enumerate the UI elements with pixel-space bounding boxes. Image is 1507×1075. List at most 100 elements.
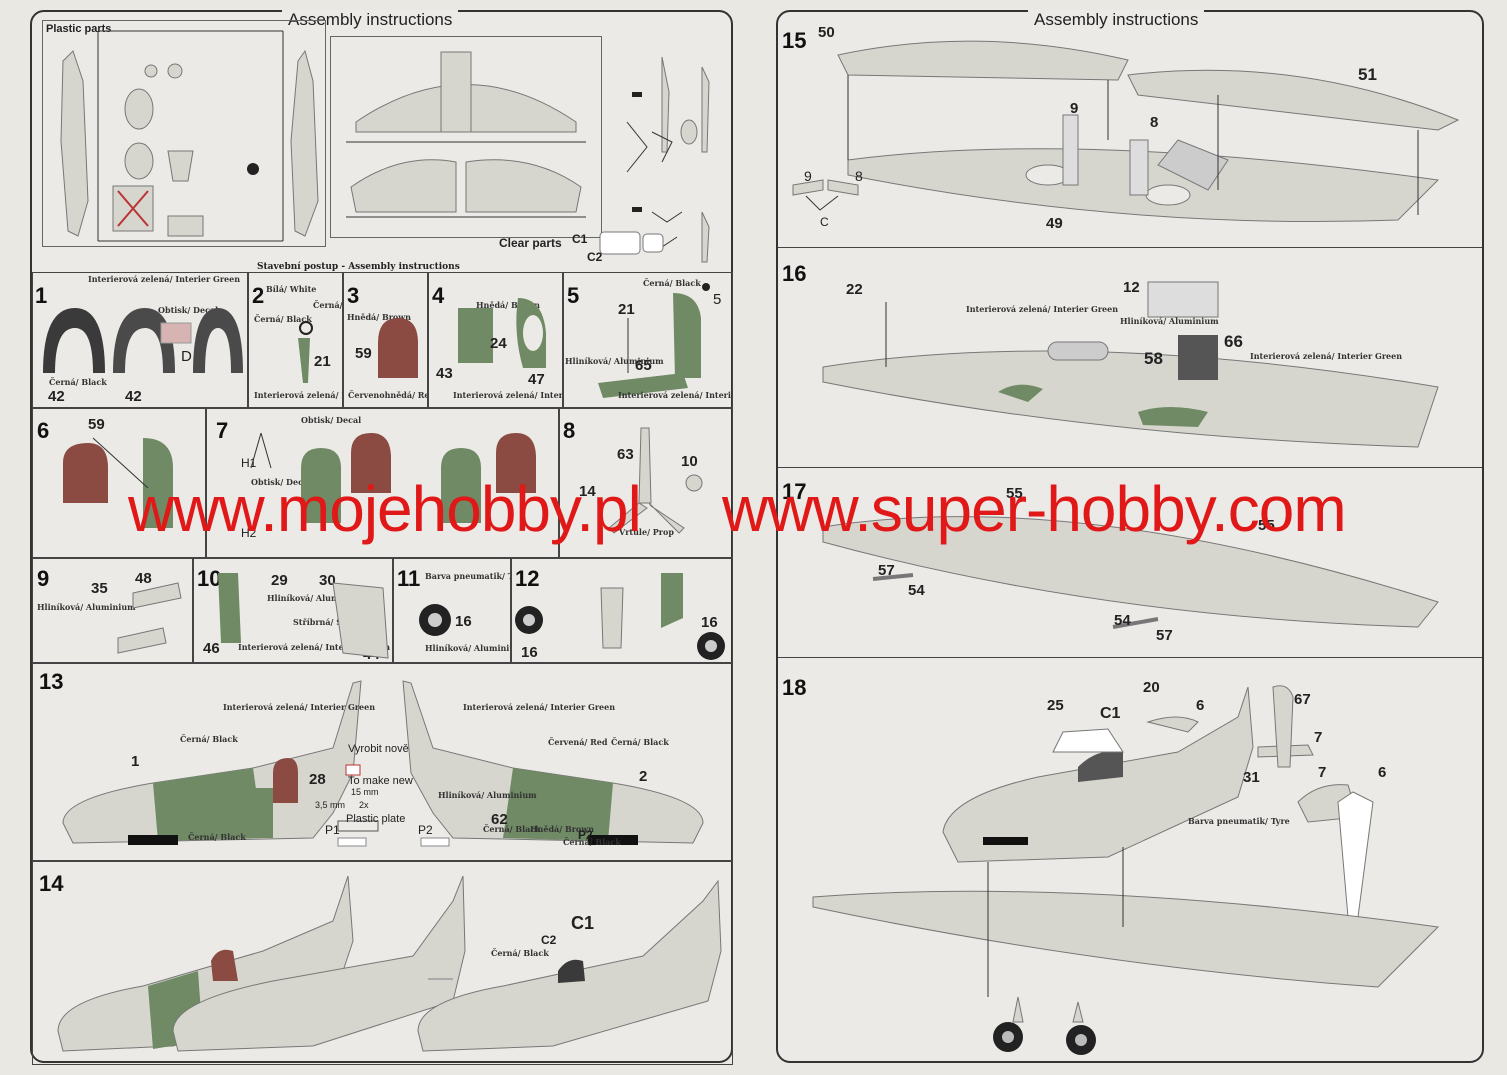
part-number: 57 — [878, 562, 895, 579]
paint-label: Černá/ Black — [643, 278, 701, 288]
step-18: 18 25 20 C1 6 67 7 31 7 6 Barva pneuma — [778, 657, 1482, 1063]
part-number: 67 — [1294, 691, 1311, 708]
gear-leg-drawing — [515, 573, 725, 660]
paint-label: Hnědá/ Brown — [530, 824, 594, 834]
part-number: 7 — [1314, 729, 1323, 746]
part-number: 14 — [579, 483, 596, 500]
part-number: 47 — [528, 371, 545, 388]
paint-label: Interierová zelená/ Interier Green — [453, 390, 563, 400]
part-number: 28 — [309, 771, 326, 788]
step-15: 15 50 51 9 8 9 8 C 49 — [778, 20, 1482, 248]
step-12: 12 16 16 — [510, 557, 733, 664]
paint-label: Interierová zelená/ Interier Green — [88, 274, 241, 284]
final-assembly-drawing — [812, 685, 1440, 1055]
paint-label: Stříbrná/ Silver — [293, 617, 363, 627]
clear-parts-label: Clear parts — [499, 236, 562, 250]
paint-label: Černá/ Black — [483, 824, 541, 834]
paint-label: Interierová zelená/ Interier Green — [223, 702, 376, 712]
paint-label: Interierová zelená/ Interier Green — [618, 390, 732, 400]
part-number: 16 — [521, 644, 538, 661]
part-number: 58 — [1144, 349, 1163, 368]
step-number: 9 — [37, 566, 50, 591]
part-number: 55 — [1006, 485, 1023, 502]
part-number: 51 — [1358, 65, 1377, 84]
step-number: 2 — [252, 283, 265, 308]
canopy-c1: C1 — [571, 913, 595, 933]
plate-note-en: To make new — [348, 775, 413, 787]
paint-label: Černá/ Black — [313, 300, 343, 310]
seat-back-drawing — [43, 308, 243, 373]
canopy-c2: C2 — [541, 933, 557, 947]
part-number: 66 — [1224, 332, 1243, 351]
paint-label: Černá/ Black — [180, 734, 238, 744]
part-number: 30 — [319, 572, 336, 589]
step-number: 17 — [782, 479, 807, 504]
decal-label: Obtisk/ Decal — [251, 477, 312, 487]
decal-part: H1 — [241, 456, 257, 470]
paint-label: Bílá/ White — [266, 284, 317, 294]
plate-p1: P1 — [325, 823, 340, 837]
paint-label: Hliníková/ Aluminium — [37, 602, 136, 612]
step-number: 10 — [197, 566, 222, 591]
clear-parts-drawing — [599, 231, 664, 255]
harness-drawing — [250, 432, 536, 523]
step-number: 12 — [515, 566, 540, 591]
paint-label: Hliníková/ Aluminium — [1120, 316, 1219, 326]
step-13: 13 Interierová zelená/ Interier Green Če… — [32, 662, 733, 862]
plate-p2-placed: P2 — [578, 828, 593, 842]
paint-label: Hnědá/ Brown — [347, 312, 411, 322]
step-number: 14 — [39, 871, 64, 896]
watermark-left: www.mojehobby.pl — [128, 473, 642, 545]
left-page: Assembly instructions Plastic parts — [30, 10, 733, 1065]
wheel-well-drawing — [218, 573, 389, 659]
step-number: 13 — [39, 669, 64, 694]
step-number: 16 — [782, 261, 807, 286]
cannon-wing-drawing — [822, 516, 1439, 629]
part-number: 6 — [1196, 697, 1205, 714]
step-number: 1 — [35, 283, 48, 308]
radiator-drawing — [117, 582, 182, 654]
paint-label: Černá/ Black — [611, 737, 669, 747]
sprue-b-drawing — [346, 51, 586, 218]
part-number: 65 — [635, 357, 652, 374]
part-number: 6 — [1378, 764, 1387, 781]
part-number: C1 — [1100, 705, 1121, 722]
paint-label: Hnědá/ Brown — [476, 300, 540, 310]
decal-part: H2 — [241, 526, 257, 540]
step-16: 16 22 12 66 58 Interierová zelená/ Inter… — [778, 247, 1482, 468]
paint-label: Hliníková/ Aluminium — [438, 790, 537, 800]
part-number: 43 — [436, 365, 453, 382]
seat-assembly-drawing — [63, 437, 173, 528]
paint-label: Hliníková/ Aluminium — [425, 643, 511, 653]
lower-wing-drawing — [822, 281, 1439, 448]
plate-note: Vyrobit nově — [348, 743, 409, 755]
step-8: 8 63 10 14 Vrtule/ Prop — [558, 407, 733, 559]
part-number: 8 — [855, 168, 863, 184]
part-number: 10 — [681, 453, 698, 470]
control-stick-drawing — [298, 321, 313, 383]
paint-label: Černá/ Black — [563, 837, 621, 847]
plate-dim-height: 3,5 mm — [315, 800, 346, 810]
steps-header: Stavební postup - Assembly instructions — [257, 262, 460, 272]
propeller-drawing — [608, 427, 703, 534]
part-number: 21 — [314, 353, 331, 370]
paint-label: Červená/ Red — [548, 737, 608, 747]
step-10: 10 29 30 Hliníková/ Aluminium Stříbrná/ … — [192, 557, 394, 664]
sprue-a-frame: Plastic parts — [42, 20, 326, 247]
part-number: 7 — [1318, 764, 1327, 781]
paint-label: Interierová zelená/ Interier Green — [1250, 351, 1403, 361]
part-number: 16 — [455, 613, 472, 630]
part-number: 24 — [490, 335, 507, 352]
right-page: Assembly instructions 15 50 51 9 8 9 8 C… — [776, 10, 1484, 1063]
plate-p2: P2 — [418, 823, 433, 837]
wheel-drawing — [419, 604, 451, 636]
part-number: 29 — [271, 572, 288, 589]
part-number: 62 — [491, 811, 508, 828]
paint-label: Interierová zelená/ Interier Green — [254, 390, 343, 400]
paint-label: Interierová zelená/ Interier Green — [238, 642, 391, 652]
part-number: 12 — [1123, 279, 1140, 296]
wing-assembly-drawing — [792, 40, 1460, 223]
step-7: 7 Obtisk/ Decal H1 Obtisk/ Decal H2 — [205, 407, 560, 559]
step-5: 5 Černá/ Black 21 5 65 Hliníková/ Alumin… — [562, 272, 733, 409]
part-number: 49 — [1046, 215, 1063, 232]
